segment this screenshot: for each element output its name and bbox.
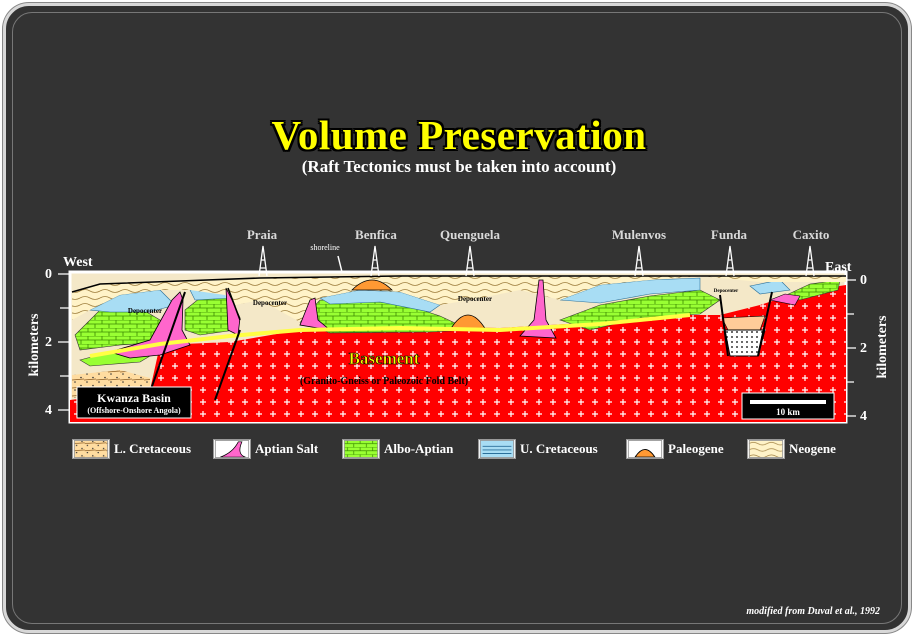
scale-bar-box bbox=[741, 392, 835, 420]
well-label-caxito: Caxito bbox=[793, 227, 830, 242]
salt-diapir-3 bbox=[519, 279, 557, 339]
well-derrick-mulenvos bbox=[634, 245, 644, 277]
u-cretaceous-swatch-icon bbox=[478, 439, 516, 459]
legend-label: U. Cretaceous bbox=[520, 441, 598, 456]
paleogene-funda bbox=[721, 315, 766, 331]
shoreline-label: shoreline bbox=[310, 243, 340, 252]
albo-aptian-swatch-icon bbox=[342, 439, 380, 459]
fault-funda-west bbox=[719, 294, 729, 357]
legend-label: Paleogene bbox=[668, 441, 724, 456]
legend-label: Aptian Salt bbox=[255, 441, 319, 456]
legend-item-neogene: Neogene bbox=[747, 438, 836, 460]
well-derrick-funda bbox=[725, 245, 735, 277]
depocenter-label-2: Depocenter bbox=[253, 299, 287, 307]
legend-item-u-cretaceous: U. Cretaceous bbox=[478, 438, 598, 460]
fault-3 bbox=[227, 287, 241, 321]
well-derrick-quenguela bbox=[465, 245, 475, 277]
legend-label: L. Cretaceous bbox=[114, 441, 192, 456]
fault-funda-east bbox=[757, 291, 773, 357]
slide-inner-border bbox=[12, 12, 902, 624]
legend-item-aptian-salt: Aptian Salt bbox=[213, 438, 318, 460]
depth-tick-left-0: 0 bbox=[45, 267, 52, 282]
basin-subtitle: (Offshore-Onshore Angola) bbox=[87, 406, 181, 415]
well-derrick-caxito bbox=[805, 245, 815, 277]
depocenter-label-1: Depocenter bbox=[128, 307, 162, 315]
depth-tick-right-0: 0 bbox=[860, 273, 867, 288]
neogene-swatch-icon bbox=[747, 439, 785, 459]
well-label-mulenvos: Mulenvos bbox=[612, 227, 666, 242]
shoreline-marker bbox=[337, 255, 343, 273]
well-derrick-praia bbox=[258, 245, 268, 277]
basin-name-box bbox=[76, 386, 192, 419]
well-label-quenguela: Quenguela bbox=[440, 227, 500, 242]
west-label: West bbox=[63, 255, 93, 270]
east-label: East bbox=[825, 260, 852, 275]
basement-sublabel: (Granito-Gneiss or Paleozoic Fold Belt) bbox=[300, 376, 468, 387]
well-label-funda: Funda bbox=[711, 227, 748, 242]
salt-swatch-icon bbox=[213, 439, 251, 459]
depth-ticks-left-marks bbox=[58, 273, 70, 411]
fault-2 bbox=[214, 329, 241, 401]
depocenter-label-4: Depocenter bbox=[714, 289, 739, 294]
well-label-benfica: Benfica bbox=[355, 227, 397, 242]
fault-1 bbox=[149, 291, 186, 393]
credit-text: modified from Duval et al., 1992 bbox=[746, 606, 880, 617]
salt-body-5 bbox=[768, 293, 801, 306]
legend-item-albo-aptian: Albo-Aptian bbox=[342, 438, 453, 460]
depth-tick-left-4: 4 bbox=[45, 403, 52, 418]
depth-tick-right-4: 4 bbox=[860, 409, 867, 424]
paleogene-dome-2 bbox=[351, 279, 393, 291]
axis-label-left: kilometers bbox=[27, 313, 42, 377]
legend-item-paleogene: Paleogene bbox=[626, 438, 724, 460]
paleogene-swatch-icon bbox=[626, 439, 664, 459]
slide-subtitle: (Raft Tectonics must be taken into accou… bbox=[301, 157, 617, 176]
depth-tick-left-2: 2 bbox=[45, 335, 52, 350]
legend-item-l-cretaceous: L. Cretaceous bbox=[72, 438, 191, 460]
yellow-stringer bbox=[89, 313, 691, 358]
scale-bar bbox=[750, 400, 826, 404]
neogene-layer bbox=[72, 276, 846, 322]
scale-bar-label: 10 km bbox=[776, 407, 800, 417]
legend-label: Neogene bbox=[789, 441, 836, 456]
surface-profile bbox=[71, 275, 846, 293]
axis-label-right: kilometers bbox=[875, 315, 890, 379]
depth-tick-right-2: 2 bbox=[860, 341, 867, 356]
basement-label: Basement bbox=[349, 349, 420, 368]
well-derrick-benfica bbox=[370, 245, 380, 277]
basin-name: Kwanza Basin bbox=[97, 391, 171, 405]
depth-ticks-right-marks bbox=[846, 279, 856, 417]
well-label-praia: Praia bbox=[247, 227, 278, 242]
l-cretaceous-swatch-icon bbox=[72, 439, 110, 459]
depocenter-label-3: Depocenter bbox=[458, 295, 492, 303]
slide-title: Volume Preservation bbox=[271, 112, 647, 158]
legend-label: Albo-Aptian bbox=[384, 441, 454, 456]
